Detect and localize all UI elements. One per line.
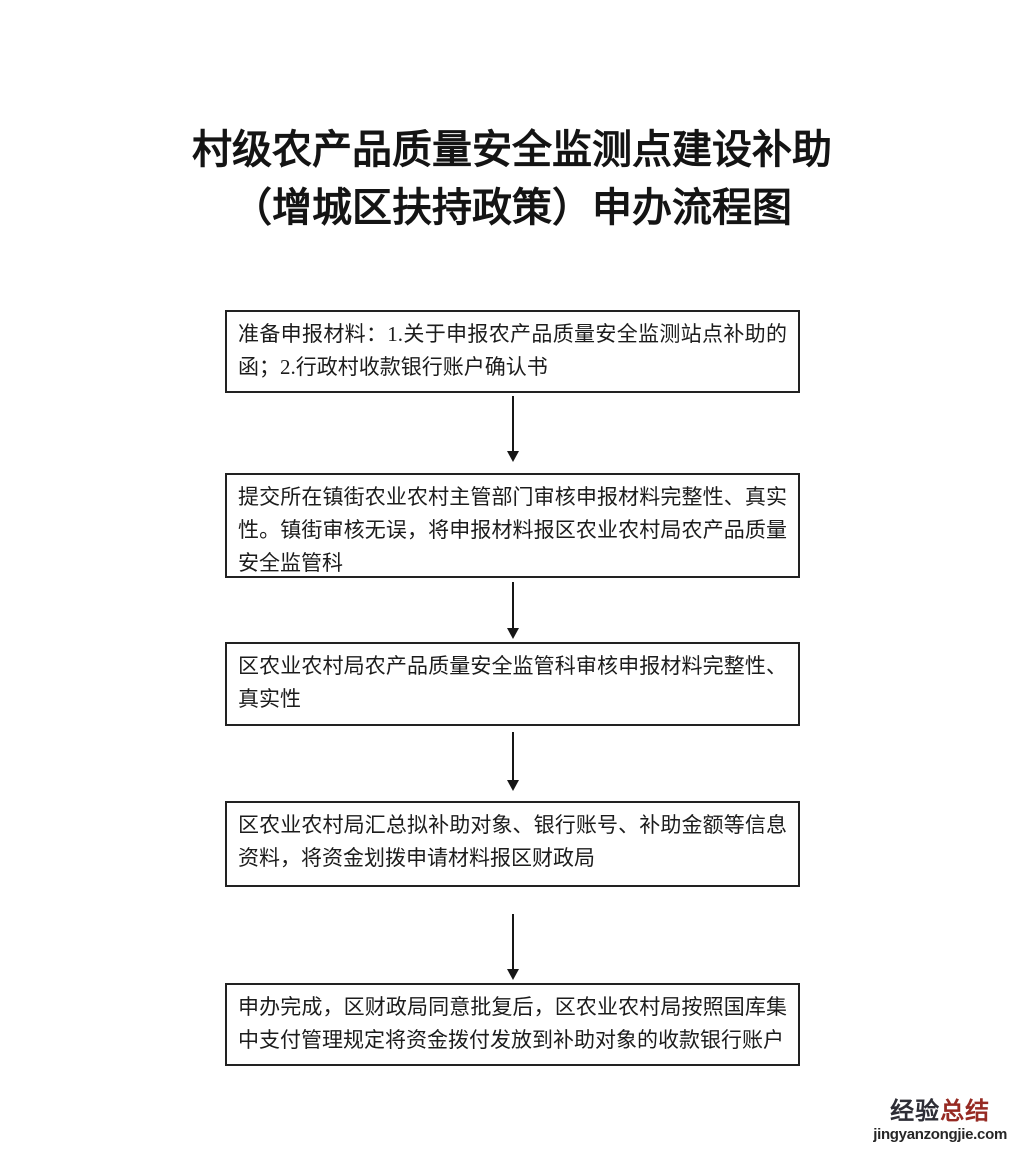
arrow-head [506,628,519,639]
flow-step-text: 区农业农村局农产品质量安全监管科审核申报材料完整性、真实性 [238,654,787,711]
page-title-line1: 村级农产品质量安全监测点建设补助 [192,127,832,172]
page-title-line2: （增城区扶持政策）申办流程图 [232,185,792,230]
flow-step-text: 申办完成，区财政局同意批复后，区农业农村局按照国库集中支付管理规定将资金拨付发放… [238,995,787,1052]
page-title: 村级农产品质量安全监测点建设补助 （增城区扶持政策）申办流程图 [0,121,1024,237]
down-arrow-icon [506,914,519,980]
arrow-head [506,780,519,791]
watermark-url: jingyanzongjie.com [873,1126,1007,1143]
flow-step-district-review: 区农业农村局农产品质量安全监管科审核申报材料完整性、真实性 [225,642,800,726]
down-arrow-icon [506,732,519,791]
flow-step-summarize-report: 区农业农村局汇总拟补助对象、银行账号、补助金额等信息资料，将资金划拨申请材料报区… [225,801,800,887]
flow-step-text: 准备申报材料：1.关于申报农产品质量安全监测站点补助的函；2.行政村收款银行账户… [238,322,787,379]
watermark: 经验总结 jingyanzongjie.com [873,1100,1007,1143]
arrow-shaft [511,396,514,453]
down-arrow-icon [506,582,519,639]
watermark-brand: 经验总结 [873,1100,1007,1124]
watermark-brand-dark: 经验 [890,1098,941,1125]
arrow-shaft [511,914,514,971]
arrow-shaft [511,582,514,630]
flow-step-town-review: 提交所在镇街农业农村主管部门审核申报材料完整性、真实性。镇街审核无误，将申报材料… [225,473,800,578]
arrow-shaft [511,732,514,782]
flow-step-complete-payment: 申办完成，区财政局同意批复后，区农业农村局按照国库集中支付管理规定将资金拨付发放… [225,983,800,1066]
arrow-head [506,969,519,980]
watermark-brand-red: 总结 [940,1098,991,1125]
arrow-head [506,451,519,462]
flow-step-text: 区农业农村局汇总拟补助对象、银行账号、补助金额等信息资料，将资金划拨申请材料报区… [238,813,787,870]
flow-step-prepare-materials: 准备申报材料：1.关于申报农产品质量安全监测站点补助的函；2.行政村收款银行账户… [225,310,800,393]
flow-step-text: 提交所在镇街农业农村主管部门审核申报材料完整性、真实性。镇街审核无误，将申报材料… [238,485,787,575]
down-arrow-icon [506,396,519,462]
